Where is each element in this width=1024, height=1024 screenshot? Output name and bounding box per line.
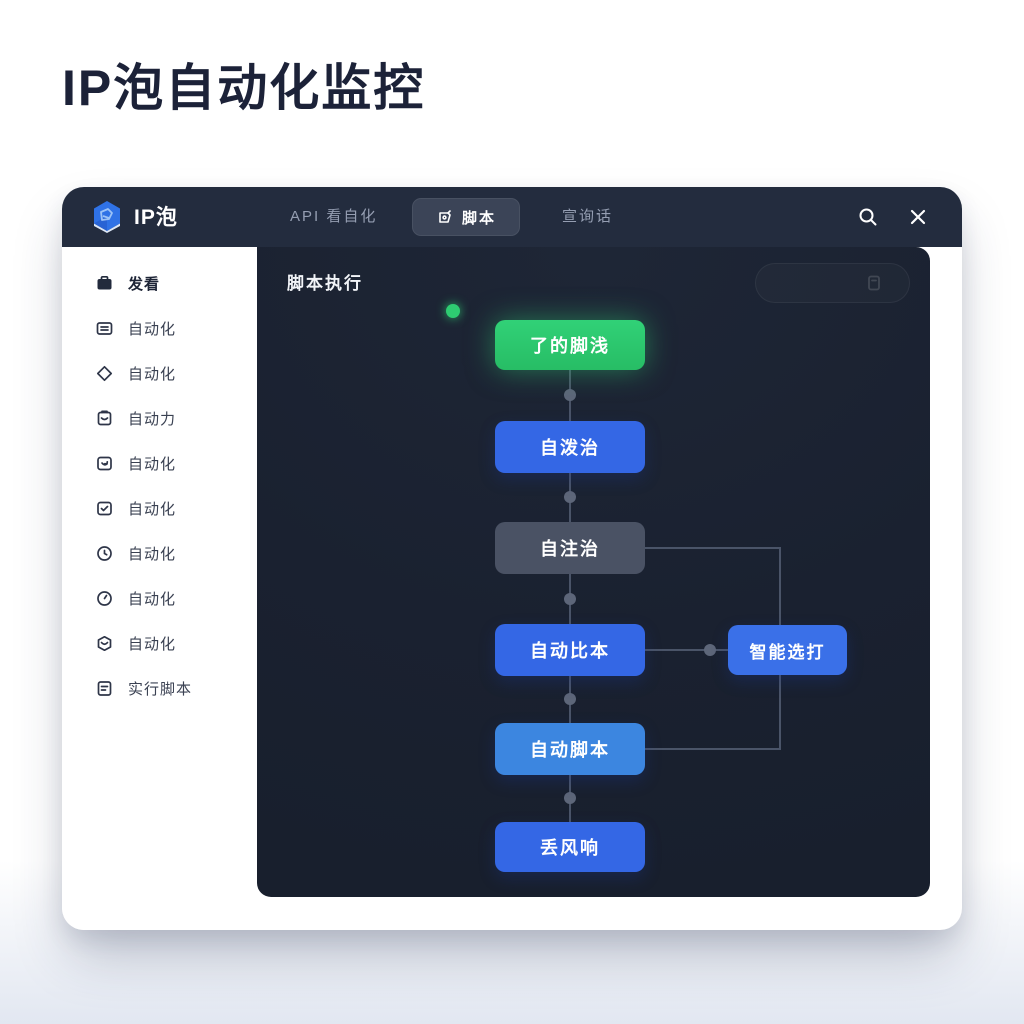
clock-icon [94, 589, 114, 609]
flow-node-3[interactable]: 自注治 [495, 522, 645, 574]
nav-item-query[interactable]: 宣询话 [562, 208, 614, 225]
sidebar-item-label: 自动化 [128, 546, 177, 563]
sidebar-item-label: 自动化 [128, 456, 177, 473]
sidebar-item-label: 自动化 [128, 321, 177, 338]
flow-node-side[interactable]: 智能选打 [728, 625, 847, 675]
sidebar-item-run-script[interactable]: 实行脚本 [62, 666, 257, 711]
flow-connector-branch-bottom [645, 748, 781, 750]
nav-item-api[interactable]: API 看自化 [290, 208, 378, 225]
sidebar-item-label: 发看 [128, 276, 161, 293]
flow-node-4[interactable]: 自动比本 [495, 624, 645, 676]
card-list-icon [94, 319, 114, 339]
window-header: IP泡 API 看自化 脚本 宣询话 [62, 187, 962, 247]
close-icon[interactable] [905, 204, 931, 230]
briefcase-icon [94, 274, 114, 294]
sidebar-item-label: 自动化 [128, 636, 177, 653]
sidebar-item-label: 自动化 [128, 501, 177, 518]
diamond-icon [94, 364, 114, 384]
sidebar-item-overview[interactable]: 发看 [62, 261, 257, 306]
sidebar-item-label: 自动化 [128, 366, 177, 383]
sidebar: 发看 自动化 自动化 [62, 247, 257, 930]
connector-dot [564, 792, 576, 804]
script-tab-icon [436, 208, 454, 226]
clock-icon [94, 544, 114, 564]
flow-node-start[interactable]: 了的脚浅 [495, 320, 645, 370]
sidebar-item-automation-7[interactable]: 自动化 [62, 576, 257, 621]
flow-node-end[interactable]: 丢风响 [495, 822, 645, 872]
connector-dot [704, 644, 716, 656]
panel-title: 脚本执行 [287, 274, 363, 293]
status-dot-green [446, 304, 460, 318]
flow-node-5[interactable]: 自动脚本 [495, 723, 645, 775]
sidebar-item-label: 自动力 [128, 411, 177, 428]
flow-connector-side-link [645, 649, 728, 651]
clipboard-icon [94, 409, 114, 429]
logo-cube-icon [90, 199, 124, 233]
panel-search-input[interactable] [755, 263, 910, 303]
sidebar-item-automation-4[interactable]: 自动化 [62, 441, 257, 486]
connector-dot [564, 593, 576, 605]
app-window: IP泡 API 看自化 脚本 宣询话 [62, 187, 962, 930]
flow-node-2[interactable]: 自泼治 [495, 421, 645, 473]
nav-tab-script-label: 脚本 [461, 209, 496, 227]
sidebar-item-automation-3[interactable]: 自动力 [62, 396, 257, 441]
search-icon[interactable] [855, 204, 881, 230]
sidebar-item-automation-5[interactable]: 自动化 [62, 486, 257, 531]
sidebar-item-automation-2[interactable]: 自动化 [62, 351, 257, 396]
app-logo[interactable]: IP泡 [90, 199, 178, 233]
sidebar-item-automation-6[interactable]: 自动化 [62, 531, 257, 576]
document-icon [865, 274, 883, 292]
connector-dot [564, 491, 576, 503]
logo-text: IP泡 [134, 206, 178, 229]
nav-tab-script[interactable]: 脚本 [412, 198, 520, 236]
check-square-icon [94, 499, 114, 519]
box-icon [94, 634, 114, 654]
page-title: IP泡自动化监控 [62, 60, 426, 116]
flow-connector-branch-top [645, 547, 781, 549]
sidebar-item-automation-1[interactable]: 自动化 [62, 306, 257, 351]
arrow-square-icon [94, 454, 114, 474]
document-icon [94, 679, 114, 699]
sidebar-item-label: 自动化 [128, 591, 177, 608]
sidebar-item-automation-8[interactable]: 自动化 [62, 621, 257, 666]
script-execution-panel: 脚本执行 了的脚浅 自泼治 自注治 自动比本 智能选打 自动脚本 [257, 247, 930, 897]
connector-dot [564, 693, 576, 705]
sidebar-item-label: 实行脚本 [128, 681, 193, 698]
connector-dot [564, 389, 576, 401]
